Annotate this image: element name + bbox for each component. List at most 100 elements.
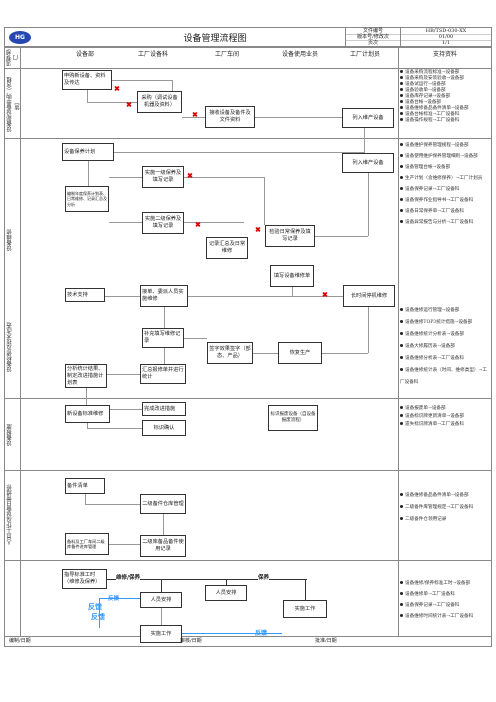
info-text: 设备日常保养单→工厂设备科 — [405, 209, 464, 214]
info-text: 设备异常报告与分析→工厂设备科 — [405, 220, 474, 225]
arrow-label-maintain: 维修/保养 — [116, 573, 141, 581]
column-header: 支持资料 — [432, 51, 457, 58]
section-label: 设备维修 — [7, 229, 13, 251]
flow-step: 补充填写维修记录 — [142, 328, 184, 348]
info-list: 设备维修/保养标准工时→设备部 设备维修单→工厂设备科 设备保养记录→工厂设备科… — [400, 578, 490, 622]
flow-step: 采购（调试设备机器及资料） — [137, 91, 182, 113]
meta-value: 1/1 — [400, 40, 491, 46]
flow-step: 长时间停机维修 — [343, 285, 395, 307]
meta-value: 01/00 — [400, 34, 491, 41]
column-header: 工厂计划员 — [349, 51, 380, 58]
flow-step: 接单、委派人员实施维修 — [140, 285, 188, 307]
info-text: 设备保养记录→工厂设备科 — [405, 187, 460, 192]
flowchart-frame — [4, 47, 492, 637]
reviewed-by-label: 审核/日期 — [180, 638, 202, 644]
info-list: 设备维修运行管理→设备部 设备维修TOP3统计措施→设备部 设备维修统计分析表→… — [400, 305, 490, 389]
flow-step: 新设备标准维修 — [65, 405, 110, 423]
flow-step: 技术支持 — [65, 288, 105, 302]
flow-step: 人员安排 — [205, 585, 247, 601]
flow-step: 二级库备品备件使用记录 — [140, 535, 186, 557]
flow-step: 二级备件仓库管理 — [140, 494, 186, 514]
flow-step: 实施工作 — [283, 600, 327, 618]
info-text: 设备库存记录→设备部 — [405, 94, 451, 99]
info-text: 设备试运行→设备部 — [405, 82, 446, 87]
info-text: 设备保养作业指导书→工厂设备科 — [405, 198, 474, 203]
footer: 编制/日期 审核/日期 批准/日期 — [4, 637, 492, 647]
info-text: 设备报废单→设备部 — [405, 406, 446, 411]
flow-step: 记录汇总及日常维修 — [206, 237, 248, 259]
info-text: 设备采购及安装验收→设备部 — [405, 76, 464, 81]
doc-meta-table: 文件编号 HB/TSD-030-XX 版本号/修改次 01/00 页次 1/1 — [345, 28, 491, 46]
info-text: 设备维修分析表→工厂设备科 — [405, 356, 464, 361]
flow-step: 编制年度保养计划表、日常维修、记录汇总及分析 — [65, 186, 109, 212]
info-text: 设备维修统计表（时间、维修类型）→工厂设备科 — [400, 368, 487, 385]
section-label: 设备部设备申购（含租赁） — [7, 77, 21, 133]
flow-step: 实施一级保养及填写记录 — [142, 166, 184, 188]
page-title: 设备管理流程图 — [183, 34, 247, 44]
column-header: 设备部 — [75, 51, 94, 58]
info-text: 设备维修统计分析表→设备部 — [405, 332, 464, 337]
column-header: 设备使用业员 — [281, 51, 318, 58]
flow-step: 标识确认 — [142, 420, 186, 436]
flow-step: 检验日常保养及填写记录 — [265, 225, 315, 247]
flow-step: 备料及工厂车间二级库备件进库管理 — [65, 533, 109, 555]
info-text: 设备采购流程标准→设备部 — [405, 70, 460, 75]
info-text: 设备维修备品备件清单→设备部 — [405, 106, 469, 111]
column-header: 工厂设备科 — [137, 51, 168, 58]
section-label: 设备报废 — [7, 424, 13, 446]
flow-step: 完成改进措施 — [142, 402, 186, 416]
column-header: 流程/部门 — [6, 49, 19, 67]
arrow-label-maintain: 保养 — [258, 573, 270, 581]
info-list: 设备维修备品备件清单→设备部 二级备件库管理规定→工厂设备科 二级备件仓领用记录 — [400, 490, 490, 526]
info-text: 二级备件库管理规定→工厂设备科 — [405, 505, 474, 510]
meta-value: HB/TSD-030-XX — [400, 28, 491, 35]
info-text: 设备维修TOP3统计措施→设备部 — [405, 320, 473, 325]
prepared-by-label: 编制/日期 — [9, 638, 31, 644]
column-header: 工厂车间 — [214, 51, 239, 58]
flow-step: 汇总报修单并进行统计 — [140, 364, 186, 384]
feedback-label: 反馈 — [108, 596, 120, 602]
info-text: 设备维护保养管理规程→设备部 — [405, 143, 469, 148]
feedback-label: 反馈 — [88, 602, 102, 611]
meta-label: 版本号/修改次 — [345, 34, 400, 41]
meta-label: 页次 — [345, 40, 400, 46]
info-text: 设备使用维护保养管理细则→设备部 — [405, 154, 478, 159]
flow-step: 指导标准工时（维修及保养） — [62, 569, 107, 589]
info-list: 设备维护保养管理规程→设备部 设备使用维护保养管理细则→设备部 设备管理台帐→设… — [400, 140, 490, 228]
feedback-label: 反馈 — [91, 612, 105, 621]
info-text: 设备验收单→设备部 — [405, 88, 446, 93]
info-text: 设备台帐→设备部 — [405, 100, 442, 105]
flow-step: 实施二级保养及填写记录 — [142, 212, 184, 234]
info-text: 设备维修时间统计表→工厂设备科 — [405, 614, 474, 619]
info-text: 设备保养记录→工厂设备科 — [405, 603, 460, 608]
info-text: 遗失标识牌清单→工厂设备科 — [405, 422, 464, 427]
approved-by-label: 批准/日期 — [315, 638, 337, 644]
flow-step: 设备保养计划 — [62, 143, 114, 161]
info-text: 设备管理台帐→设备部 — [405, 165, 451, 170]
info-text: 设备维修备品备件清单→设备部 — [405, 493, 469, 498]
header: HG 设备管理流程图 文件编号 HB/TSD-030-XX 版本号/修改次 01… — [4, 27, 492, 47]
flow-step: 列入维产设备 — [342, 153, 394, 173]
info-text: 设备维修运行管理→设备部 — [405, 308, 460, 313]
info-text: 生产计划（含维修保养）→工厂计划员 — [405, 176, 483, 181]
meta-label: 文件编号 — [345, 28, 400, 35]
flow-step: 接收设备及备件及文件资料 — [205, 106, 255, 128]
info-text: 设备标识牌更新清单→设备部 — [405, 414, 464, 419]
flow-step: 人员安排 — [140, 592, 182, 608]
info-list: 设备采购流程标准→设备部 设备采购及安装验收→设备部 设备试运行→设备部 设备验… — [400, 70, 490, 124]
info-text: 设备维修/保养标准工时→设备部 — [405, 581, 471, 586]
flow-step: 分析统计结果、制定改进措施计划表 — [65, 364, 107, 388]
info-text: 设备操作规程→工厂设备科 — [405, 118, 460, 123]
info-text: 设备台帐标准→工厂设备科 — [405, 112, 460, 117]
flow-step: 申购新设备、资料及传达 — [62, 70, 112, 90]
flow-step: 备件清单 — [65, 478, 105, 494]
flow-step: 列入维产设备 — [342, 108, 394, 128]
company-logo: HG — [9, 31, 31, 44]
info-text: 设备维修单→工厂设备科 — [405, 592, 455, 597]
info-list: 设备报废单→设备部 设备标识牌更新清单→设备部 遗失标识牌清单→工厂设备科 — [400, 405, 490, 429]
flow-step: 标识报废设备（自设备报废流程） — [268, 405, 318, 431]
flow-step: 恢复生产 — [278, 342, 322, 364]
flow-step: 填写设备维修单 — [270, 265, 314, 287]
flow-step: 实施工作 — [140, 625, 182, 643]
info-text: 二级备件仓领用记录 — [405, 517, 447, 522]
